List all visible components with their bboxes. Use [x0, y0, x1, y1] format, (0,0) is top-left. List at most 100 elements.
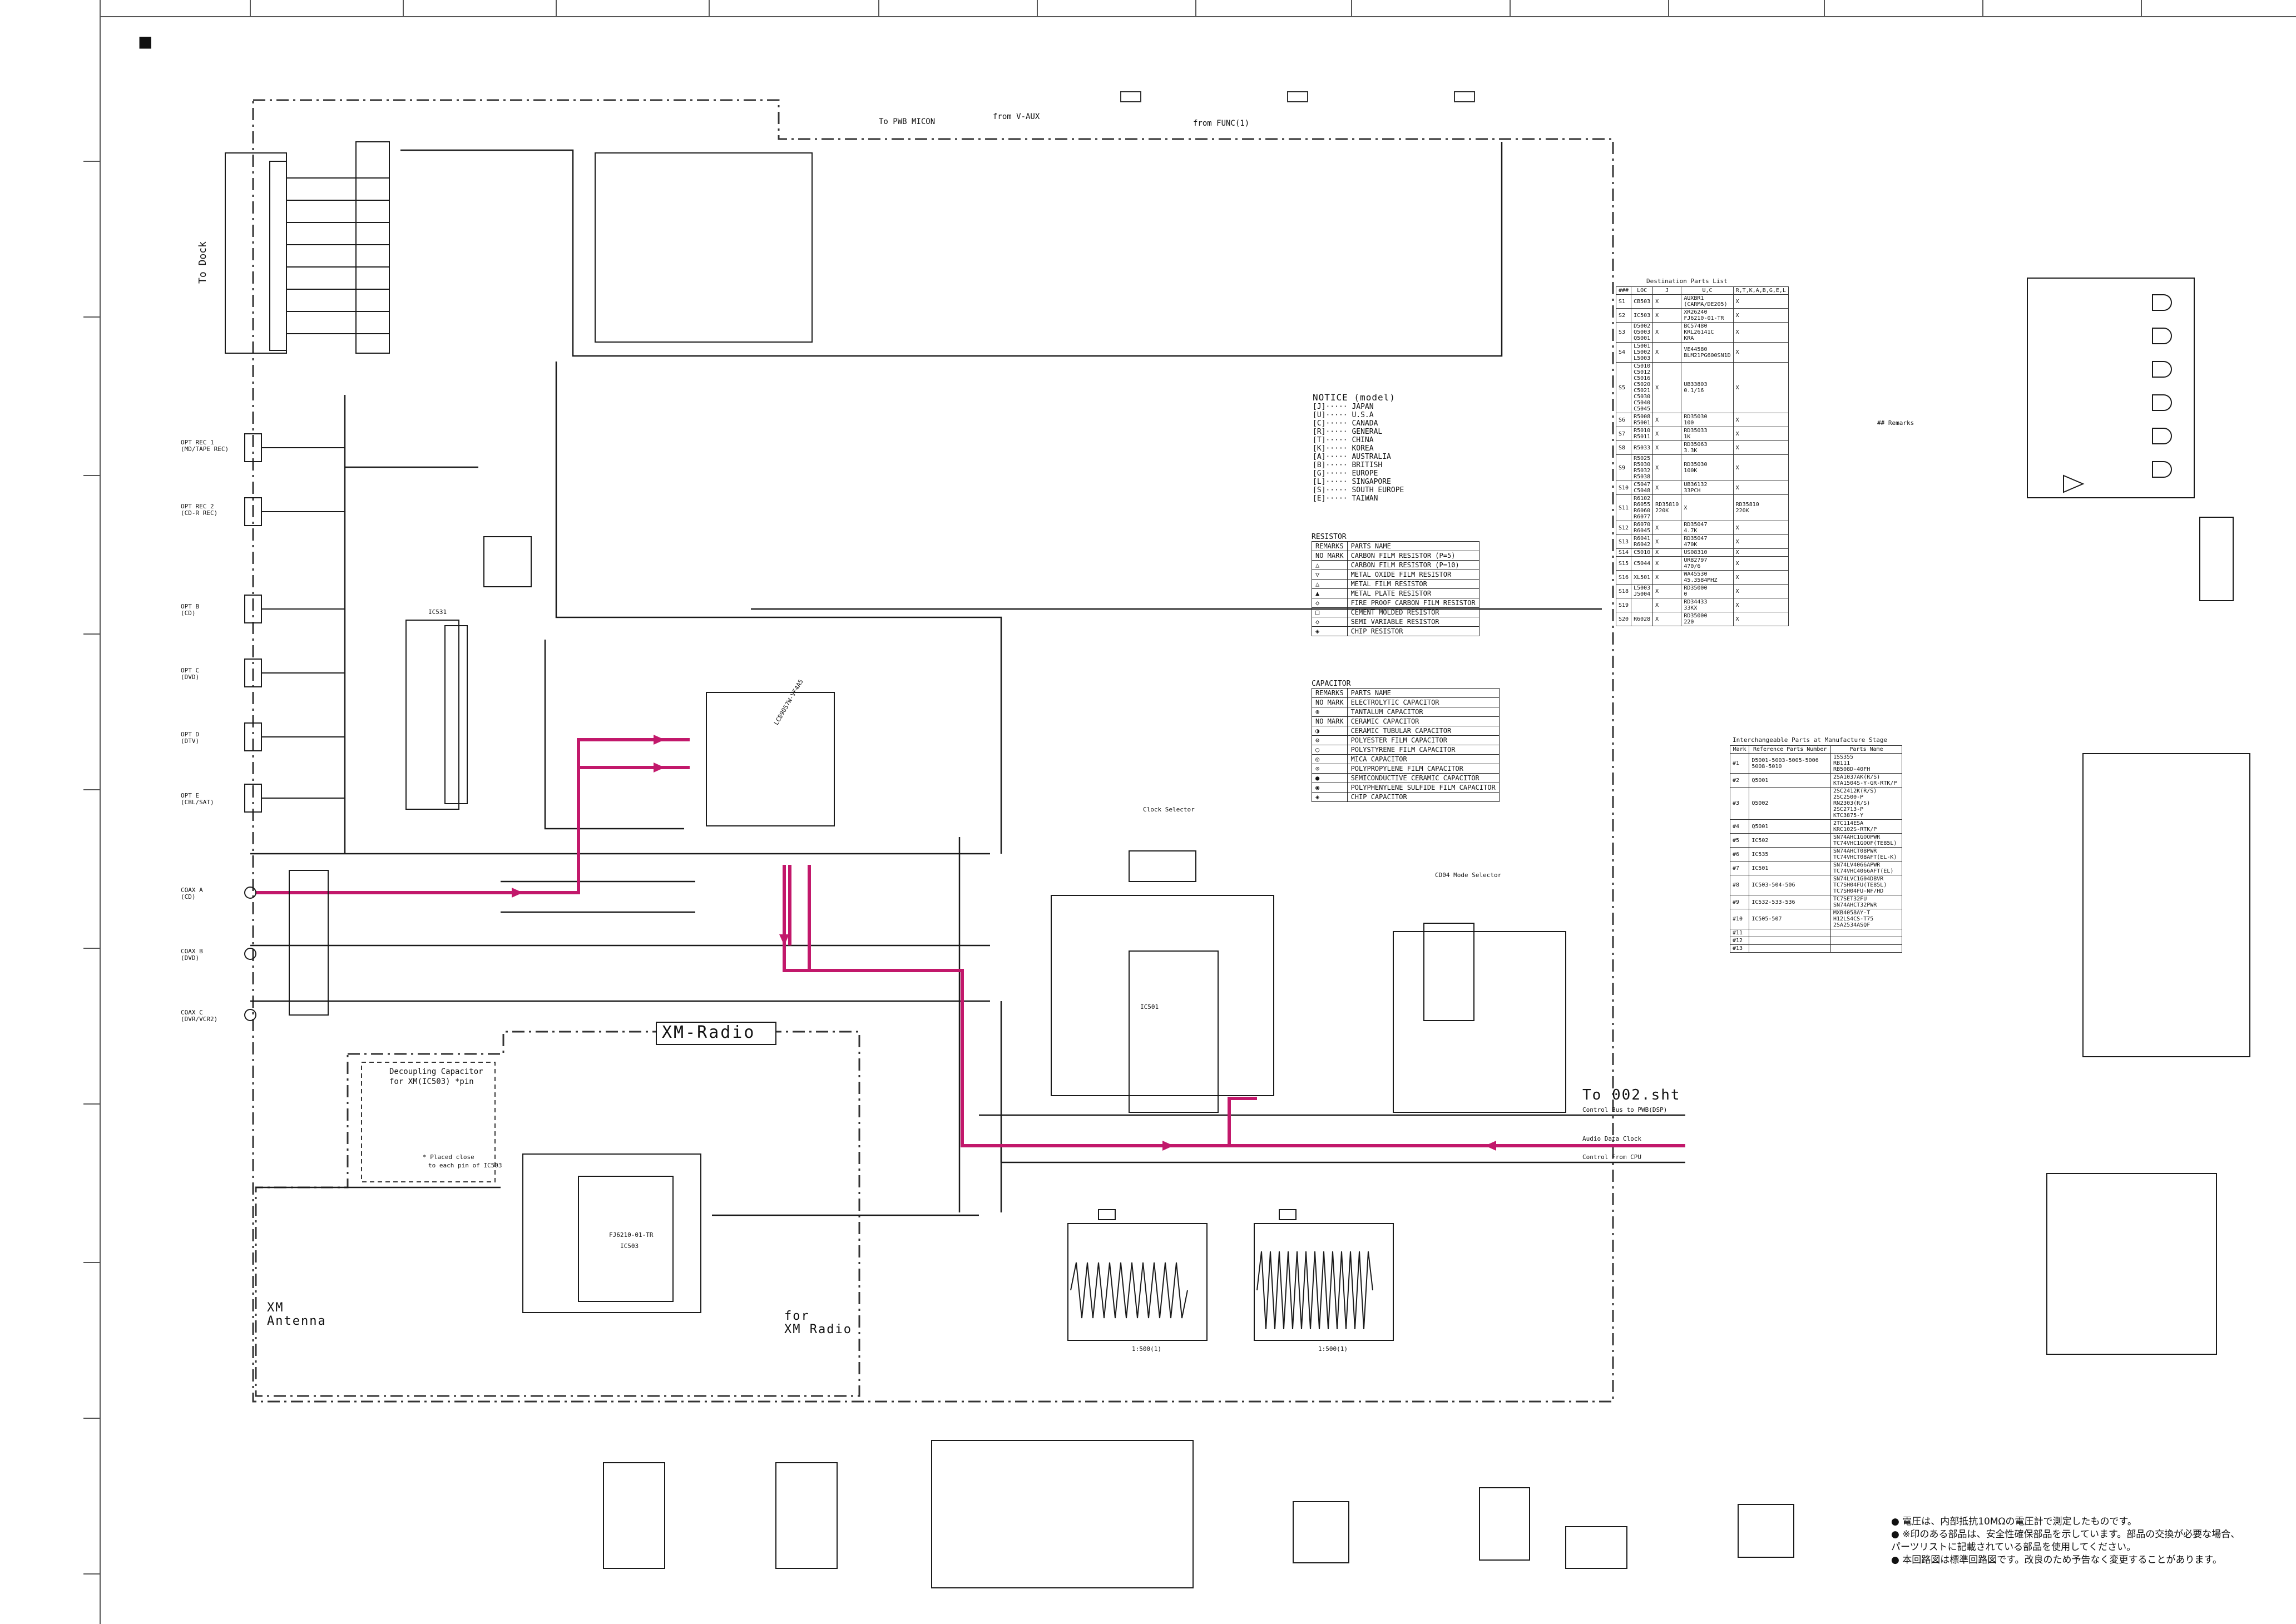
for-xm-radio-label: for XM Radio	[784, 1309, 852, 1337]
legend-mark: ▽	[1312, 570, 1348, 580]
legend-name: SEMI VARIABLE RESISTOR	[1347, 617, 1479, 627]
table-cell: SN74LV4066APWR TC74VHC4066AFT(EL)	[1830, 861, 1902, 875]
table-cell: R5008 R5001	[1631, 413, 1654, 427]
table-cell: BC57480 KRL26141C KRA	[1681, 322, 1734, 343]
legend-header: PARTS NAME	[1347, 541, 1479, 551]
table-cell: SN74AHC1GOOPWR TC74VHC1GOOF(TE85L)	[1830, 833, 1902, 848]
table-cell: X	[1733, 521, 1789, 535]
table-cell: CB503	[1631, 294, 1654, 309]
table-cell	[1749, 937, 1832, 945]
ic-label-ic531: IC531	[428, 608, 447, 616]
decoupling-box	[361, 1062, 496, 1182]
table-cell: X	[1733, 322, 1789, 343]
column-header: Mark	[1729, 745, 1750, 754]
table-cell	[1830, 929, 1902, 937]
ic-label-xm-chip: FJ6210-01-TR	[609, 1231, 654, 1239]
table-cell: #13	[1729, 944, 1750, 953]
table-cell: IC503	[1631, 308, 1654, 323]
legend-name: POLYPROPYLENE FILM CAPACITOR	[1347, 764, 1500, 774]
table-cell: AUXBR1 (CARMA/DE205)	[1681, 294, 1734, 309]
table-cell: #6	[1729, 847, 1750, 861]
table-cell: S14	[1615, 548, 1632, 557]
legend-name: CARBON FILM RESISTOR (P=10)	[1347, 560, 1479, 570]
table-cell	[1830, 944, 1902, 953]
table-row: #12	[1729, 937, 1902, 945]
table-cell: #11	[1729, 929, 1750, 937]
table-cell	[1749, 944, 1832, 953]
table-cell: #1	[1729, 753, 1750, 774]
destination-table-title: Destination Parts List	[1646, 278, 1728, 285]
table-cell: X	[1652, 413, 1682, 427]
table-cell: X	[1733, 534, 1789, 549]
table-cell: X	[1652, 584, 1682, 598]
legend-name: CARBON FILM RESISTOR (P=5)	[1347, 551, 1479, 561]
notice-item: [U]····· U.S.A	[1313, 411, 1374, 419]
table-cell: S3	[1615, 322, 1632, 343]
cd04-mode-selector-label: CD04 Mode Selector	[1435, 872, 1502, 879]
audio-data-clock-label: Audio Data Clock	[1582, 1135, 1641, 1142]
table-cell: C5010 C5012 C5016 C5020 C5021 C5030 C504…	[1631, 362, 1654, 413]
table-cell: X	[1652, 598, 1682, 612]
legend-header: REMARKS	[1312, 688, 1348, 698]
destination-table-note: ## Remarks	[1877, 419, 1914, 427]
table-cell: X	[1652, 454, 1682, 481]
table-cell: S19	[1615, 598, 1632, 612]
table-cell: RD35810 220K	[1733, 494, 1789, 521]
table-cell: S8	[1615, 440, 1632, 455]
legend-mark: ◎	[1312, 754, 1348, 764]
legend-name: TANTALUM CAPACITOR	[1347, 707, 1500, 717]
legend-name: CHIP RESISTOR	[1347, 626, 1479, 636]
table-cell: X	[1652, 521, 1682, 535]
table-cell: #9	[1729, 895, 1750, 909]
table-cell: #12	[1729, 937, 1750, 945]
table-cell: S7	[1615, 427, 1632, 441]
table-cell: #8	[1729, 875, 1750, 895]
table-cell: UR82797 470/6	[1681, 556, 1734, 571]
table-cell: S20	[1615, 612, 1632, 626]
table-cell: S6	[1615, 413, 1632, 427]
column-header: Parts Name	[1830, 745, 1902, 754]
table-cell: X	[1652, 440, 1682, 455]
legend-name: MICA CAPACITOR	[1347, 754, 1500, 764]
column-header: ###	[1615, 286, 1632, 295]
table-cell: 2SA1037AK(R/S) KTA1504S-Y-GR-RTK/P	[1830, 773, 1902, 788]
input-label-coax-a: COAX A(CD)	[181, 887, 203, 901]
legend-mark: △	[1312, 560, 1348, 570]
table-cell	[1830, 937, 1902, 945]
table-cell: L5003 J5004	[1631, 584, 1654, 598]
table-cell: C5044	[1631, 556, 1654, 571]
notice-item: [E]····· TAIWAN	[1313, 494, 1378, 503]
input-label-opt-d: OPT D(DTV)	[181, 731, 200, 745]
legend-mark: △	[1312, 579, 1348, 589]
table-cell: X	[1733, 598, 1789, 612]
xm-antenna-label: XM Antenna	[267, 1301, 326, 1329]
table-cell: X	[1733, 454, 1789, 481]
table-cell: X	[1733, 362, 1789, 413]
legend-name: CERAMIC TUBULAR CAPACITOR	[1347, 726, 1500, 736]
table-cell: X	[1733, 294, 1789, 309]
notice-item: [L]····· SINGAPORE	[1313, 478, 1391, 486]
table-cell: X	[1652, 362, 1682, 413]
table-cell: X	[1652, 556, 1682, 571]
table-cell: RD35030 100K	[1681, 454, 1734, 481]
table-cell: X	[1733, 548, 1789, 557]
table-cell: R5025 R5030 R5032 R5038	[1631, 454, 1654, 481]
legend-name: FIRE PROOF CARBON FILM RESISTOR	[1347, 598, 1479, 608]
optical-inputs	[244, 433, 345, 1021]
ic-label-ic501: IC501	[1140, 1003, 1159, 1011]
table-cell: L5001 L5002 L5003	[1631, 342, 1654, 363]
